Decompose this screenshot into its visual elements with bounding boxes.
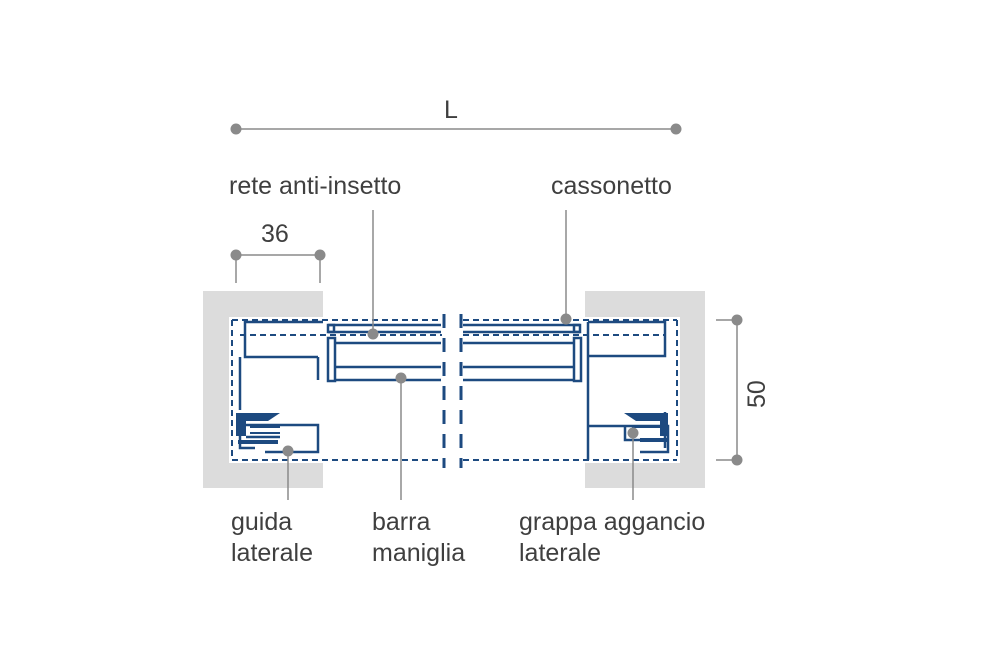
dashed-outline (231, 319, 678, 461)
dimension-50-label: 50 (743, 380, 771, 408)
label-cassonetto: cassonetto (551, 172, 672, 200)
right-clip-shape (624, 413, 668, 442)
dimension-36-label: 36 (261, 220, 289, 248)
leader-lines (235, 128, 738, 500)
leader-dots (230, 123, 743, 466)
label-guida-line2: laterale (231, 539, 313, 567)
left-clip-shape (236, 413, 280, 444)
label-barra-line1: barra (372, 508, 431, 536)
label-guida-line1: guida (231, 508, 293, 536)
center-break (442, 314, 463, 468)
label-grappa-line2: laterale (519, 539, 601, 567)
dimension-l-label: L (444, 96, 458, 124)
label-rete: rete anti-insetto (229, 172, 402, 200)
label-barra-line2: maniglia (372, 539, 466, 567)
label-grappa-line1: grappa aggancio (519, 508, 706, 536)
